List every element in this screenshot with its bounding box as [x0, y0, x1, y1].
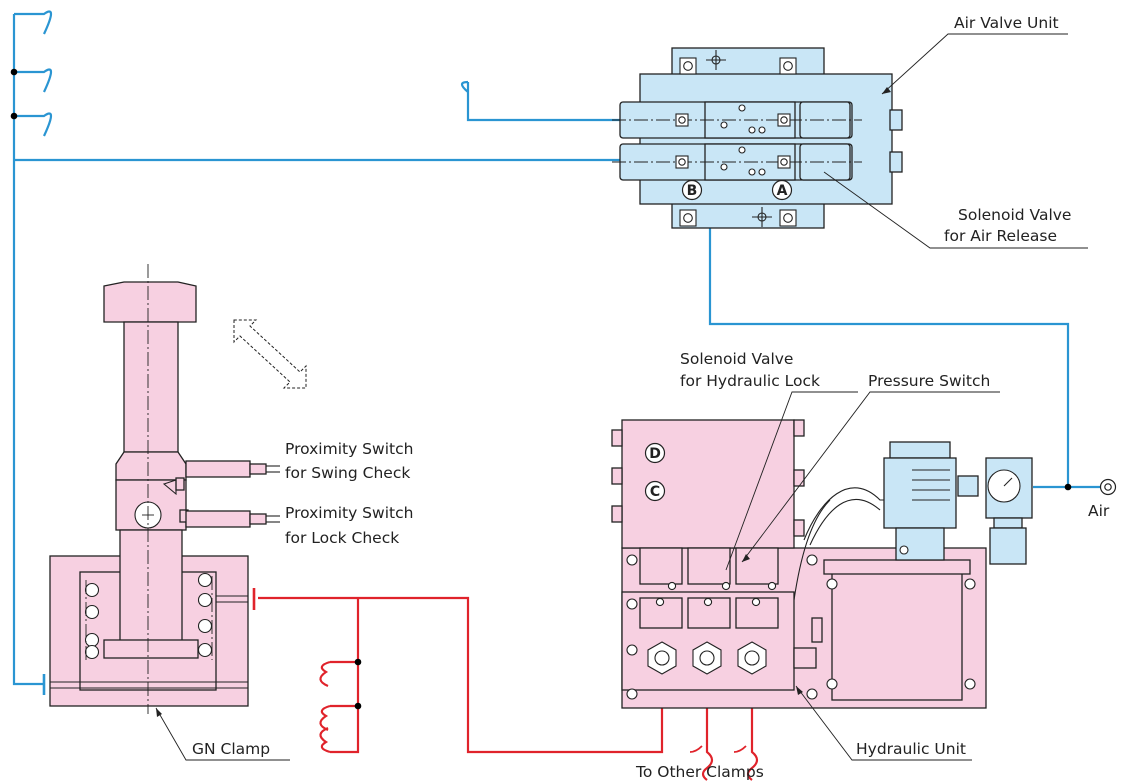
gn-clamp — [49, 264, 249, 714]
hydraulic-unit: D C — [611, 419, 1033, 709]
swing-arrow-icon — [233, 319, 307, 389]
solenoid-hyd-lock-label-line1: Solenoid Valve — [680, 350, 793, 368]
port-d-label: D — [649, 446, 661, 462]
port-c-label: C — [650, 484, 660, 500]
prox-lock-label-line2: for Lock Check — [285, 529, 399, 547]
air-label: Air — [1088, 502, 1110, 520]
solenoid-air-release-callout: Solenoid Valve for Air Release — [823, 171, 1088, 249]
air-piping — [10, 10, 1100, 695]
proximity-switch-swing — [185, 460, 280, 478]
air-valve-unit-callout: Air Valve Unit — [881, 14, 1068, 95]
pressure-switch-label: Pressure Switch — [868, 372, 990, 390]
solenoid-hyd-lock-callout: Solenoid Valve for Hydraulic Lock — [680, 350, 858, 571]
hydraulic-unit-label: Hydraulic Unit — [856, 740, 966, 758]
gn-clamp-callout: GN Clamp — [155, 707, 290, 761]
hydraulic-piping — [252, 588, 759, 781]
gn-clamp-label: GN Clamp — [192, 740, 270, 758]
air-valve-unit: B A — [612, 47, 903, 229]
prox-swing-label-line2: for Swing Check — [285, 464, 410, 482]
proximity-switch-lock — [185, 510, 280, 528]
pressure-switch-callout: Pressure Switch — [741, 372, 1000, 563]
port-a-label: A — [777, 183, 788, 199]
air-valve-unit-label: Air Valve Unit — [954, 14, 1059, 32]
solenoid-hyd-lock-label-line2: for Hydraulic Lock — [680, 372, 820, 390]
hydraulic-unit-callout: Hydraulic Unit — [795, 685, 972, 761]
solenoid-air-release-label-line2: for Air Release — [944, 227, 1057, 245]
solenoid-air-release-label-line1: Solenoid Valve — [958, 206, 1071, 224]
prox-lock-label-line1: Proximity Switch — [285, 504, 413, 522]
air-inlet-icon — [1099, 478, 1117, 496]
port-b-label: B — [687, 183, 698, 199]
prox-swing-label-line1: Proximity Switch — [285, 440, 413, 458]
to-other-clamps-label: To Other Clamps — [635, 763, 764, 781]
